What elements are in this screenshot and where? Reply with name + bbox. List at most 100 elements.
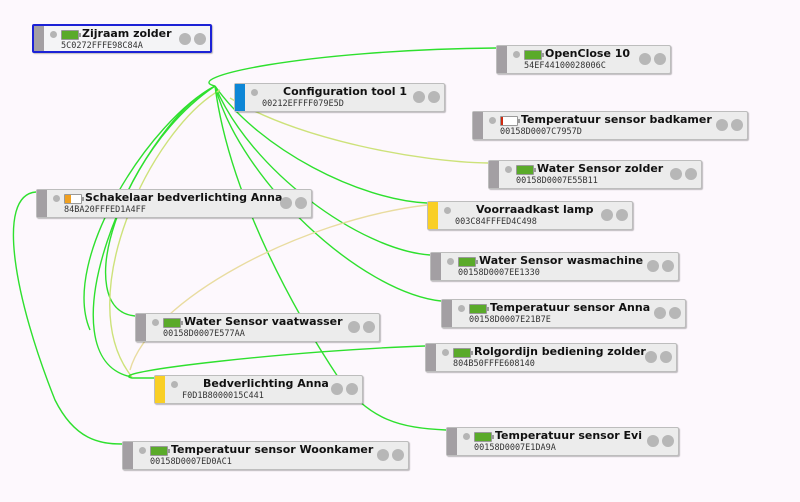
status-led-icon	[489, 117, 496, 124]
node-zijraam-zolder[interactable]: Zijraam zolder 5C0272FFFE98C84A	[32, 24, 212, 53]
port-dot-icon[interactable]	[731, 119, 743, 131]
node-water-sensor-zolder[interactable]: Water Sensor zolder 00158D0007E55B11	[488, 160, 702, 189]
node-type-strip	[34, 26, 44, 51]
port-dot-icon[interactable]	[670, 168, 682, 180]
status-led-icon	[513, 51, 520, 58]
node-type-strip	[123, 442, 133, 469]
port-dot-icon[interactable]	[616, 209, 628, 221]
battery-icon	[61, 30, 81, 40]
link-config-bedverlichting-weak	[109, 89, 221, 378]
node-water-sensor-vaatwasser[interactable]: Water Sensor vaatwasser 00158D0007E577AA	[135, 313, 380, 342]
node-mac: 804B50FFFE608140	[453, 359, 535, 369]
node-voorraadkast-lamp[interactable]: Voorraadkast lamp 003C84FFFED4C498	[427, 201, 633, 230]
port-dot-icon[interactable]	[363, 321, 375, 333]
port-dot-icon[interactable]	[685, 168, 697, 180]
node-type-strip	[442, 300, 452, 327]
port-dot-icon[interactable]	[348, 321, 360, 333]
node-type-strip	[136, 314, 146, 341]
node-type-strip	[37, 190, 47, 217]
node-type-strip	[235, 84, 245, 111]
link-config-vaatwasser	[104, 85, 216, 317]
port-dot-icon[interactable]	[654, 53, 666, 65]
link-rolgordijn-bedverlichting	[128, 345, 426, 379]
node-mac: 00158D0007E577AA	[163, 329, 245, 339]
node-openclose-10[interactable]: OpenClose 10 54EF44100028006C	[496, 45, 671, 74]
node-temp-woonkamer[interactable]: Temperatuur sensor Woonkamer 00158D0007E…	[122, 441, 409, 470]
node-name: Temperatuur sensor badkamer	[521, 113, 712, 126]
node-name: Temperatuur sensor Woonkamer	[171, 443, 374, 456]
node-type-strip	[489, 161, 499, 188]
port-dot-icon[interactable]	[716, 119, 728, 131]
port-dot-icon[interactable]	[428, 91, 440, 103]
status-led-icon	[251, 89, 258, 96]
node-name: Temperatuur sensor Anna	[490, 301, 651, 314]
node-temp-badkamer[interactable]: Temperatuur sensor badkamer 00158D0007C7…	[472, 111, 748, 140]
status-led-icon	[53, 195, 60, 202]
battery-low-icon	[500, 116, 520, 126]
port-dot-icon[interactable]	[654, 307, 666, 319]
port-dot-icon[interactable]	[647, 435, 659, 447]
node-name: OpenClose 10	[545, 47, 631, 60]
node-mac: 5C0272FFFE98C84A	[61, 41, 143, 51]
node-mac: 003C84FFFED4C498	[455, 217, 537, 227]
link-config-water-zolder	[229, 97, 489, 164]
link-config-bedverlichting	[92, 85, 216, 378]
node-temp-anna[interactable]: Temperatuur sensor Anna 00158D0007E21B7E	[441, 299, 686, 328]
port-dot-icon[interactable]	[377, 449, 389, 461]
link-schakelaar-woonkamer	[12, 191, 123, 445]
status-led-icon	[458, 305, 465, 312]
node-mac: 00158D0007E21B7E	[469, 315, 551, 325]
node-name: Water Sensor zolder	[537, 162, 664, 175]
node-bedverlichting-anna[interactable]: Bedverlichting Anna F0D1B8000015C441	[154, 375, 363, 404]
port-dot-icon[interactable]	[392, 449, 404, 461]
node-temp-evi[interactable]: Temperatuur sensor Evi 00158D0007E1DA9A	[446, 427, 679, 456]
node-type-strip	[431, 253, 441, 280]
battery-icon	[453, 348, 473, 358]
port-dot-icon[interactable]	[346, 383, 358, 395]
status-led-icon	[50, 31, 57, 38]
port-dot-icon[interactable]	[601, 209, 613, 221]
port-dot-icon[interactable]	[669, 307, 681, 319]
node-name: Bedverlichting Anna	[203, 377, 329, 390]
battery-icon	[524, 50, 544, 60]
link-voorraadkast-bedverlichting	[129, 204, 428, 371]
node-name: Configuration tool 1	[283, 85, 408, 98]
port-dot-icon[interactable]	[662, 260, 674, 272]
port-dot-icon[interactable]	[413, 91, 425, 103]
node-name: Water Sensor vaatwasser	[184, 315, 343, 328]
port-dot-icon[interactable]	[662, 435, 674, 447]
node-name: Voorraadkast lamp	[476, 203, 594, 216]
port-dot-icon[interactable]	[647, 260, 659, 272]
node-name: Water Sensor wasmachine	[479, 254, 644, 267]
link-config-evi	[214, 85, 447, 431]
node-mac: 00158D0007C7957D	[500, 127, 582, 137]
battery-icon	[458, 257, 478, 267]
node-schakelaar-bedverlichting-anna[interactable]: Schakelaar bedverlichting Anna 84BA20FFF…	[36, 189, 312, 218]
port-dot-icon[interactable]	[660, 351, 672, 363]
node-name: Temperatuur sensor Evi	[495, 429, 642, 442]
port-dot-icon[interactable]	[280, 197, 292, 209]
battery-icon	[163, 318, 183, 328]
battery-icon	[469, 304, 489, 314]
node-mac: 00212EFFFF079E5D	[262, 99, 344, 109]
status-led-icon	[171, 381, 178, 388]
port-dot-icon[interactable]	[295, 197, 307, 209]
status-led-icon	[505, 166, 512, 173]
node-type-strip	[428, 202, 438, 229]
battery-half-icon	[64, 194, 84, 204]
node-type-strip	[497, 46, 507, 73]
node-rolgordijn-bediening-zolder[interactable]: Rolgordijn bediening zolder 804B50FFFE60…	[425, 343, 677, 372]
node-mac: F0D1B8000015C441	[182, 391, 264, 401]
port-dot-icon[interactable]	[194, 33, 206, 45]
node-mac: 00158D0007ED0AC1	[150, 457, 232, 467]
status-led-icon	[152, 319, 159, 326]
node-water-sensor-wasmachine[interactable]: Water Sensor wasmachine 00158D0007EE1330	[430, 252, 679, 281]
node-name: Rolgordijn bediening zolder	[474, 345, 646, 358]
node-configuration-tool[interactable]: Configuration tool 1 00212EFFFF079E5D	[234, 83, 445, 112]
port-dot-icon[interactable]	[639, 53, 651, 65]
port-dot-icon[interactable]	[645, 351, 657, 363]
node-mac: 00158D0007EE1330	[458, 268, 540, 278]
port-dot-icon[interactable]	[331, 383, 343, 395]
port-dot-icon[interactable]	[179, 33, 191, 45]
battery-icon	[516, 165, 536, 175]
